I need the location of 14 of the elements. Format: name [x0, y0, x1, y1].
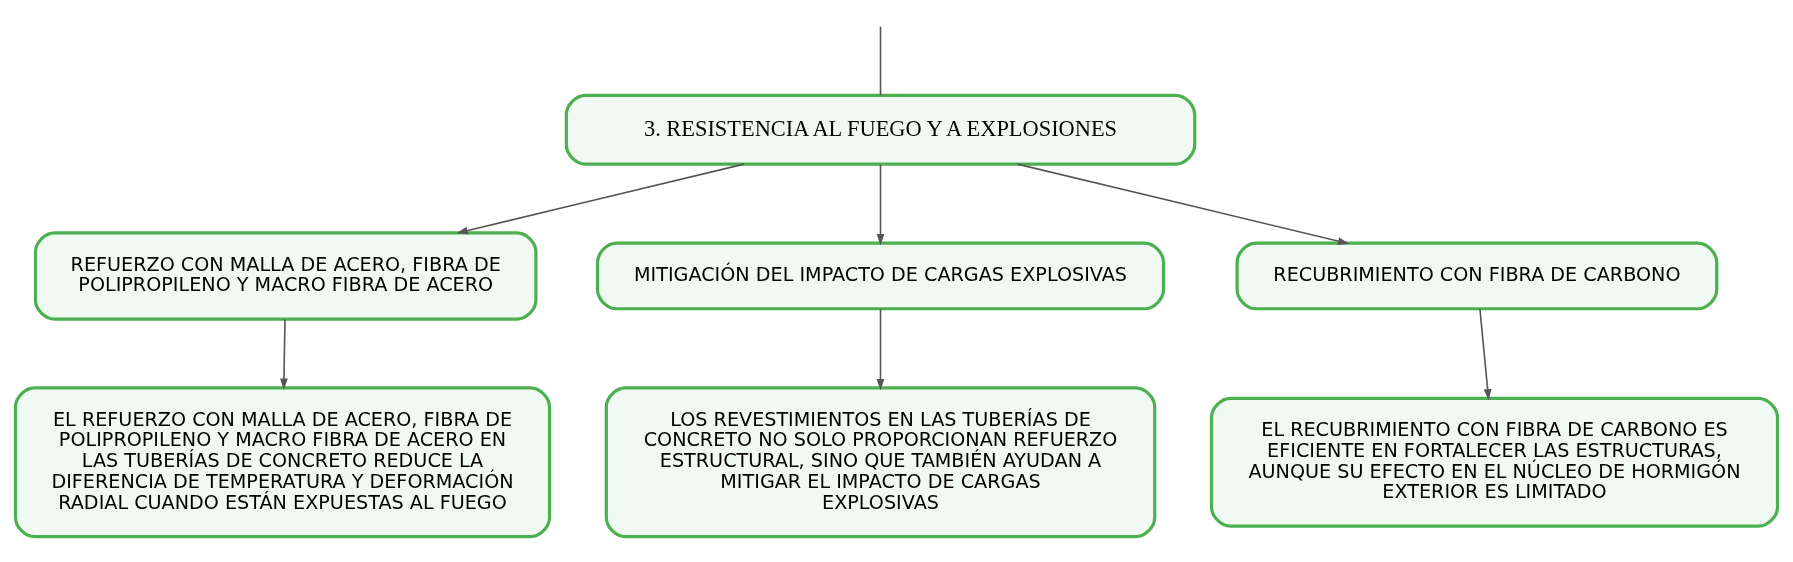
connector	[879, 25, 882, 96]
node-box: REFUERZO CON MALLA DE ACERO, FIBRA DE POLIPROPILENO Y MACRO FIBRA DE ACERO	[33, 231, 538, 321]
arrow	[1016, 163, 1350, 245]
arrow	[876, 308, 885, 391]
node-box: LOS REVESTIMIENTOS EN LAS TUBERÍAS DE CONCRETO NO SOLO PROPORCIONAN REFUERZO ESTRUCTURAL, SINO QUE TAMBIÉN AYUDAN A MITIGAR EL IMPACTO DE CARGAS EXPLOSIVAS	[604, 386, 1157, 539]
node-box: RECUBRIMIENTO CON FIBRA DE CARBONO	[1235, 241, 1719, 311]
node-box: MITIGACIÓN DEL IMPACTO DE CARGAS EXPLOSIVAS	[595, 241, 1166, 311]
arrow	[1479, 308, 1492, 401]
node-box: EL RECUBRIMIENTO CON FIBRA DE CARBONO ES EFICIENTE EN FORTALECER LAS ESTRUCTURAS, AUNQUE SU EFECTO EN EL NÚCLEO DE HORMIGÓN EXTERIOR ES LIMITADO	[1209, 396, 1780, 528]
arrow	[456, 163, 745, 235]
arrow	[876, 163, 885, 246]
node-box: 3. RESISTENCIA AL FUEGO Y A EXPLOSIONES	[564, 93, 1197, 166]
node-box: EL REFUERZO CON MALLA DE ACERO, FIBRA DE POLIPROPILENO Y MACRO FIBRA DE ACERO EN LAS TUBERÍAS DE CONCRETO REDUCE LA DIFERENCIA DE TEMPERATURA Y DEFORMACIÓN RADIAL CUANDO ESTÁN EXPUESTAS AL FUEGO	[13, 386, 552, 539]
arrow	[280, 318, 288, 390]
